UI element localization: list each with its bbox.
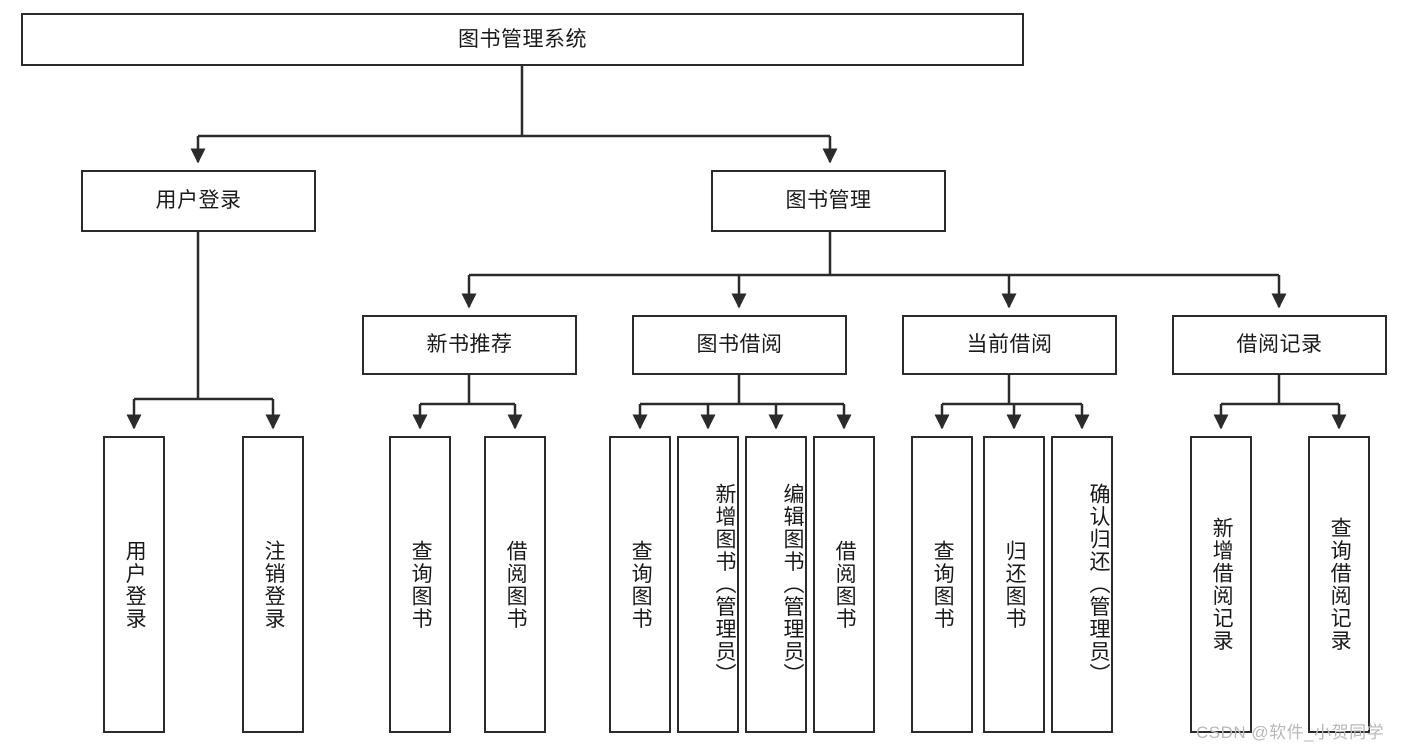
node-leaf-add-borrow-record[interactable]: 新增借阅记录 xyxy=(1190,436,1252,733)
node-leaf-query-book-3[interactable]: 查询图书 xyxy=(911,436,973,733)
node-leaf-borrow-book-2[interactable]: 借阅图书 xyxy=(813,436,875,733)
node-leaf-add-book-admin[interactable]: 新增图书（管理员） xyxy=(677,436,739,733)
node-leaf-query-book-1[interactable]: 查询图书 xyxy=(389,436,451,733)
node-leaf-query-book-2[interactable]: 查询图书 xyxy=(609,436,671,733)
node-root-system[interactable]: 图书管理系统 xyxy=(21,13,1024,66)
node-leaf-confirm-return-admin[interactable]: 确认归还（管理员） xyxy=(1051,436,1113,733)
node-leaf-return-book[interactable]: 归还图书 xyxy=(983,436,1045,733)
node-book-manage[interactable]: 图书管理 xyxy=(711,170,946,232)
node-user-login[interactable]: 用户登录 xyxy=(81,170,316,232)
node-book-borrow[interactable]: 图书借阅 xyxy=(632,315,847,375)
node-leaf-user-login[interactable]: 用户登录 xyxy=(103,436,165,733)
node-current-borrow[interactable]: 当前借阅 xyxy=(902,315,1117,375)
node-leaf-query-borrow-record[interactable]: 查询借阅记录 xyxy=(1308,436,1370,733)
node-leaf-borrow-book-1[interactable]: 借阅图书 xyxy=(484,436,546,733)
node-borrow-record[interactable]: 借阅记录 xyxy=(1172,315,1387,375)
node-leaf-user-logout[interactable]: 注销登录 xyxy=(242,436,304,733)
node-new-book-recommend[interactable]: 新书推荐 xyxy=(362,315,577,375)
node-leaf-edit-book-admin[interactable]: 编辑图书（管理员） xyxy=(745,436,807,733)
